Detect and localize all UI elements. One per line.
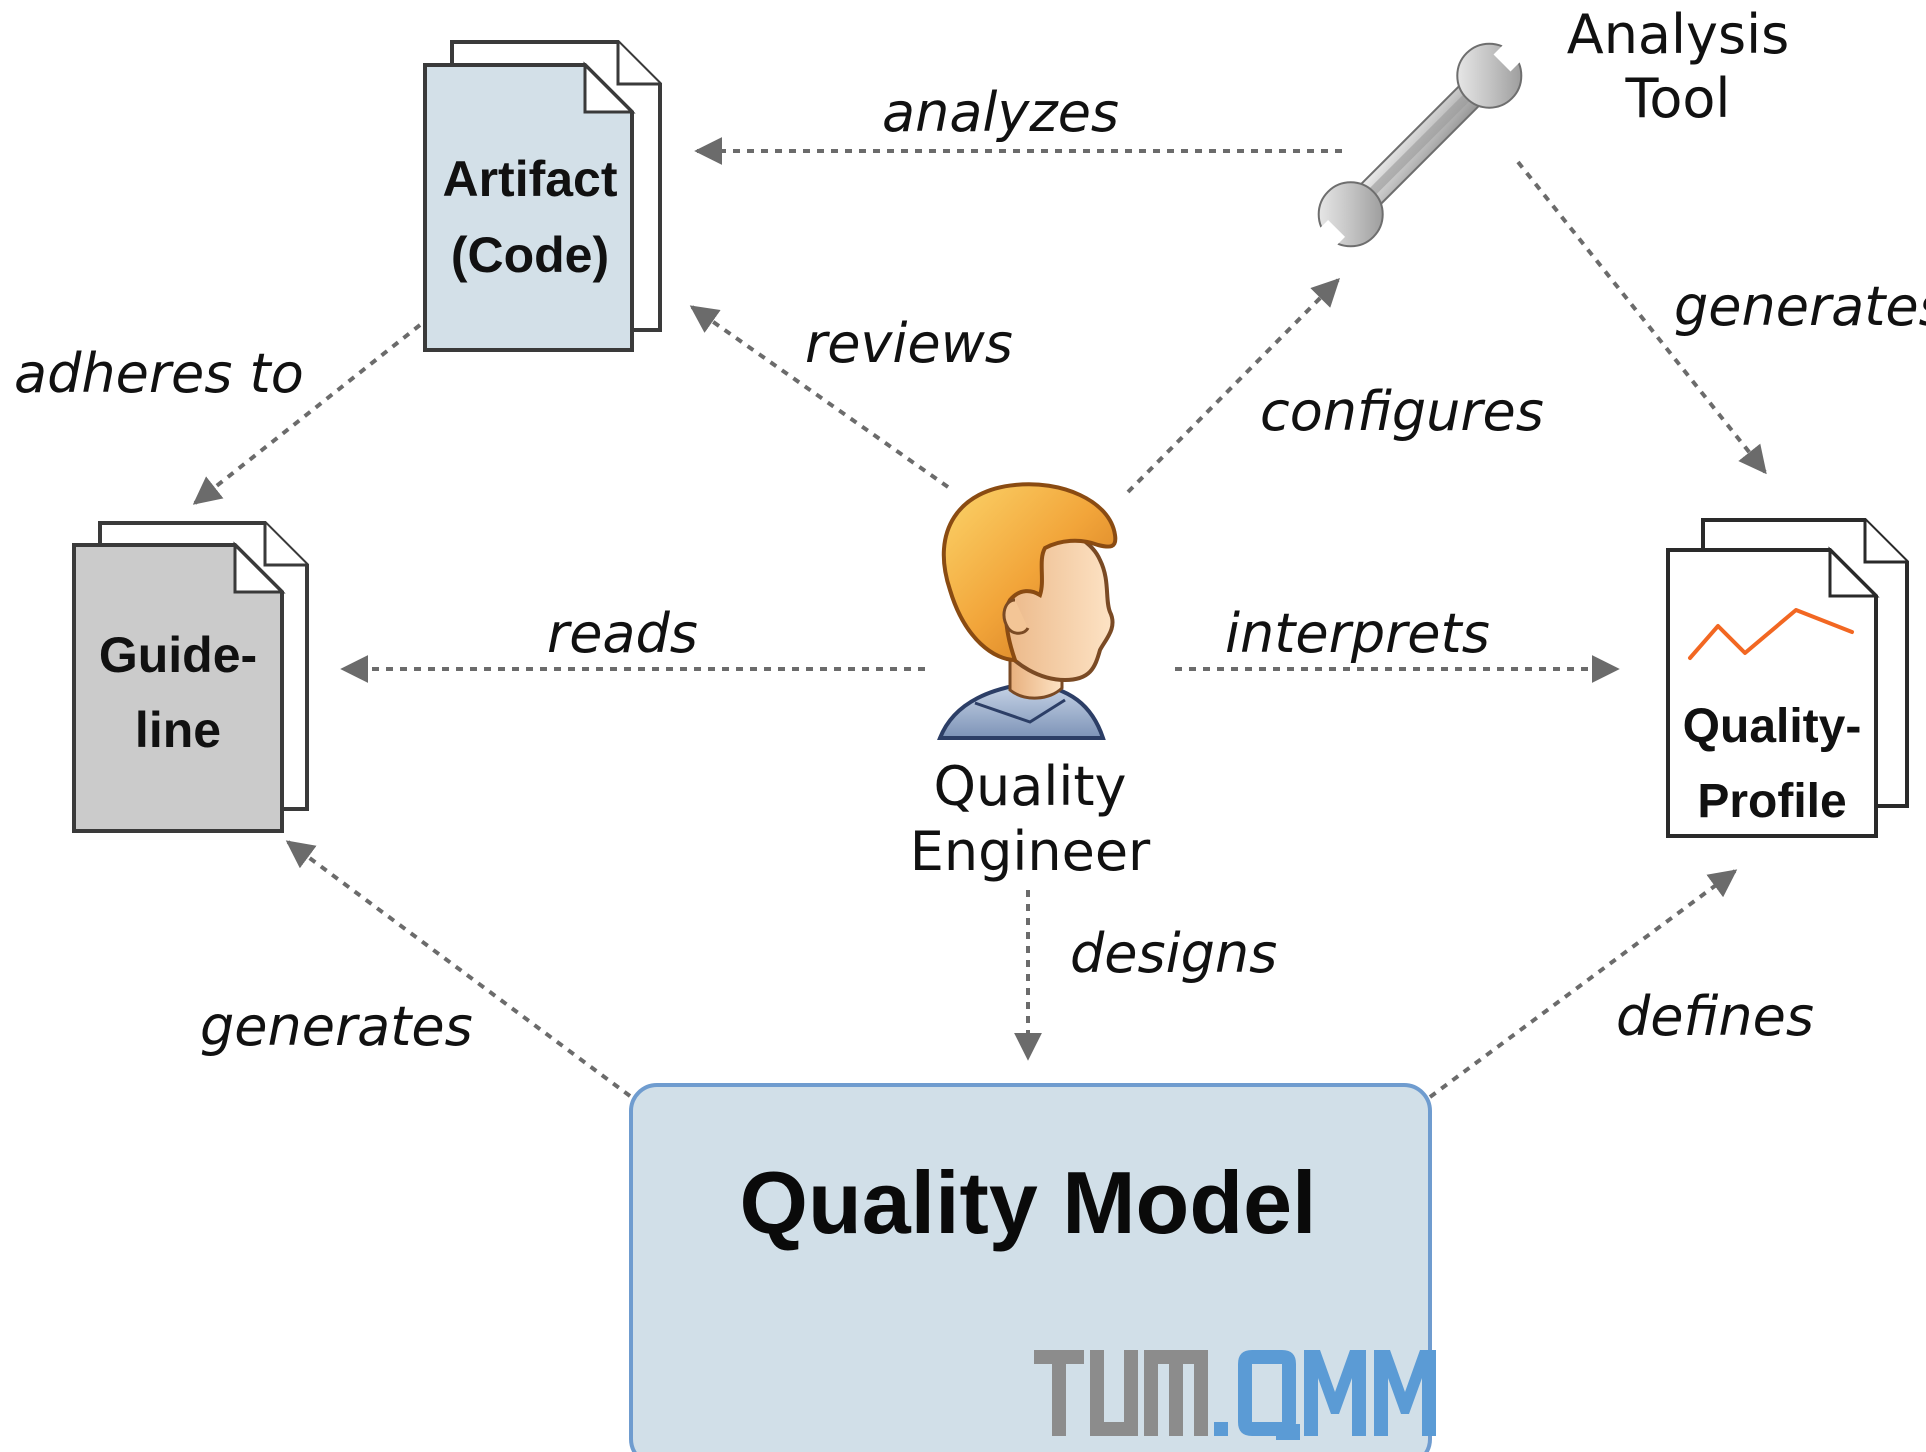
artifact-front-page — [423, 63, 634, 352]
quality-profile-document[interactable]: Quality- Profile — [1666, 518, 1909, 838]
label-adheres-to: adheres to — [14, 342, 304, 405]
tool-label-line2: Tool — [1625, 67, 1731, 130]
label-interprets: interprets — [1225, 602, 1490, 665]
profile-back-fold — [1863, 520, 1907, 564]
label-reviews: reviews — [805, 312, 1013, 375]
label-generates-guideline: generates — [200, 995, 473, 1058]
tool-label-line1: Analysis — [1567, 3, 1790, 66]
guideline-back-fold — [263, 523, 307, 567]
quality-engineer[interactable]: Quality Engineer — [910, 482, 1151, 883]
engineer-label-line1: Quality — [934, 755, 1127, 818]
label-defines: defines — [1616, 985, 1814, 1048]
guideline-label-line1: Guide- — [99, 627, 257, 683]
quality-model-box[interactable]: Quality Model — [629, 1083, 1436, 1452]
wrench-icon — [1308, 37, 1528, 257]
guideline-label-line2: line — [135, 702, 221, 758]
arrow-generates-guideline — [285, 840, 632, 1098]
arrow-adheres-to — [192, 323, 422, 505]
profile-label-line1: Quality- — [1683, 700, 1862, 753]
label-configures: configures — [1260, 380, 1544, 443]
label-reads: reads — [547, 602, 698, 665]
analysis-tool[interactable]: Analysis Tool — [1295, 3, 1789, 270]
artifact-document[interactable]: Artifact (Code) — [423, 40, 662, 352]
arrow-generates-profile — [1516, 160, 1767, 475]
quality-model-background — [629, 1083, 1432, 1452]
guideline-front-fold — [233, 541, 286, 594]
profile-chart-line — [1688, 608, 1854, 660]
quality-model-title: Quality Model — [740, 1153, 1317, 1252]
person-icon — [937, 482, 1118, 740]
guideline-front-page — [72, 543, 284, 833]
artifact-label-line1: Artifact — [442, 151, 617, 207]
guideline-document[interactable]: Guide- line — [72, 521, 309, 833]
tum-qmm-logo — [1034, 1350, 1436, 1440]
label-generates-profile: generates — [1674, 275, 1926, 338]
arrows — [192, 137, 1767, 1099]
relation-labels: analyzes reviews configures generates ad… — [14, 81, 1926, 1058]
label-analyzes: analyzes — [882, 81, 1119, 144]
artifact-front-fold — [583, 61, 636, 114]
engineer-label-line2: Engineer — [910, 820, 1151, 883]
artifact-back-fold — [616, 42, 660, 86]
artifact-label-line2: (Code) — [451, 227, 609, 283]
profile-label-line2: Profile — [1697, 775, 1846, 828]
label-designs: designs — [1070, 922, 1277, 985]
arrow-reviews — [689, 305, 950, 489]
profile-front-fold — [1828, 546, 1880, 598]
arrow-defines — [1428, 869, 1738, 1099]
